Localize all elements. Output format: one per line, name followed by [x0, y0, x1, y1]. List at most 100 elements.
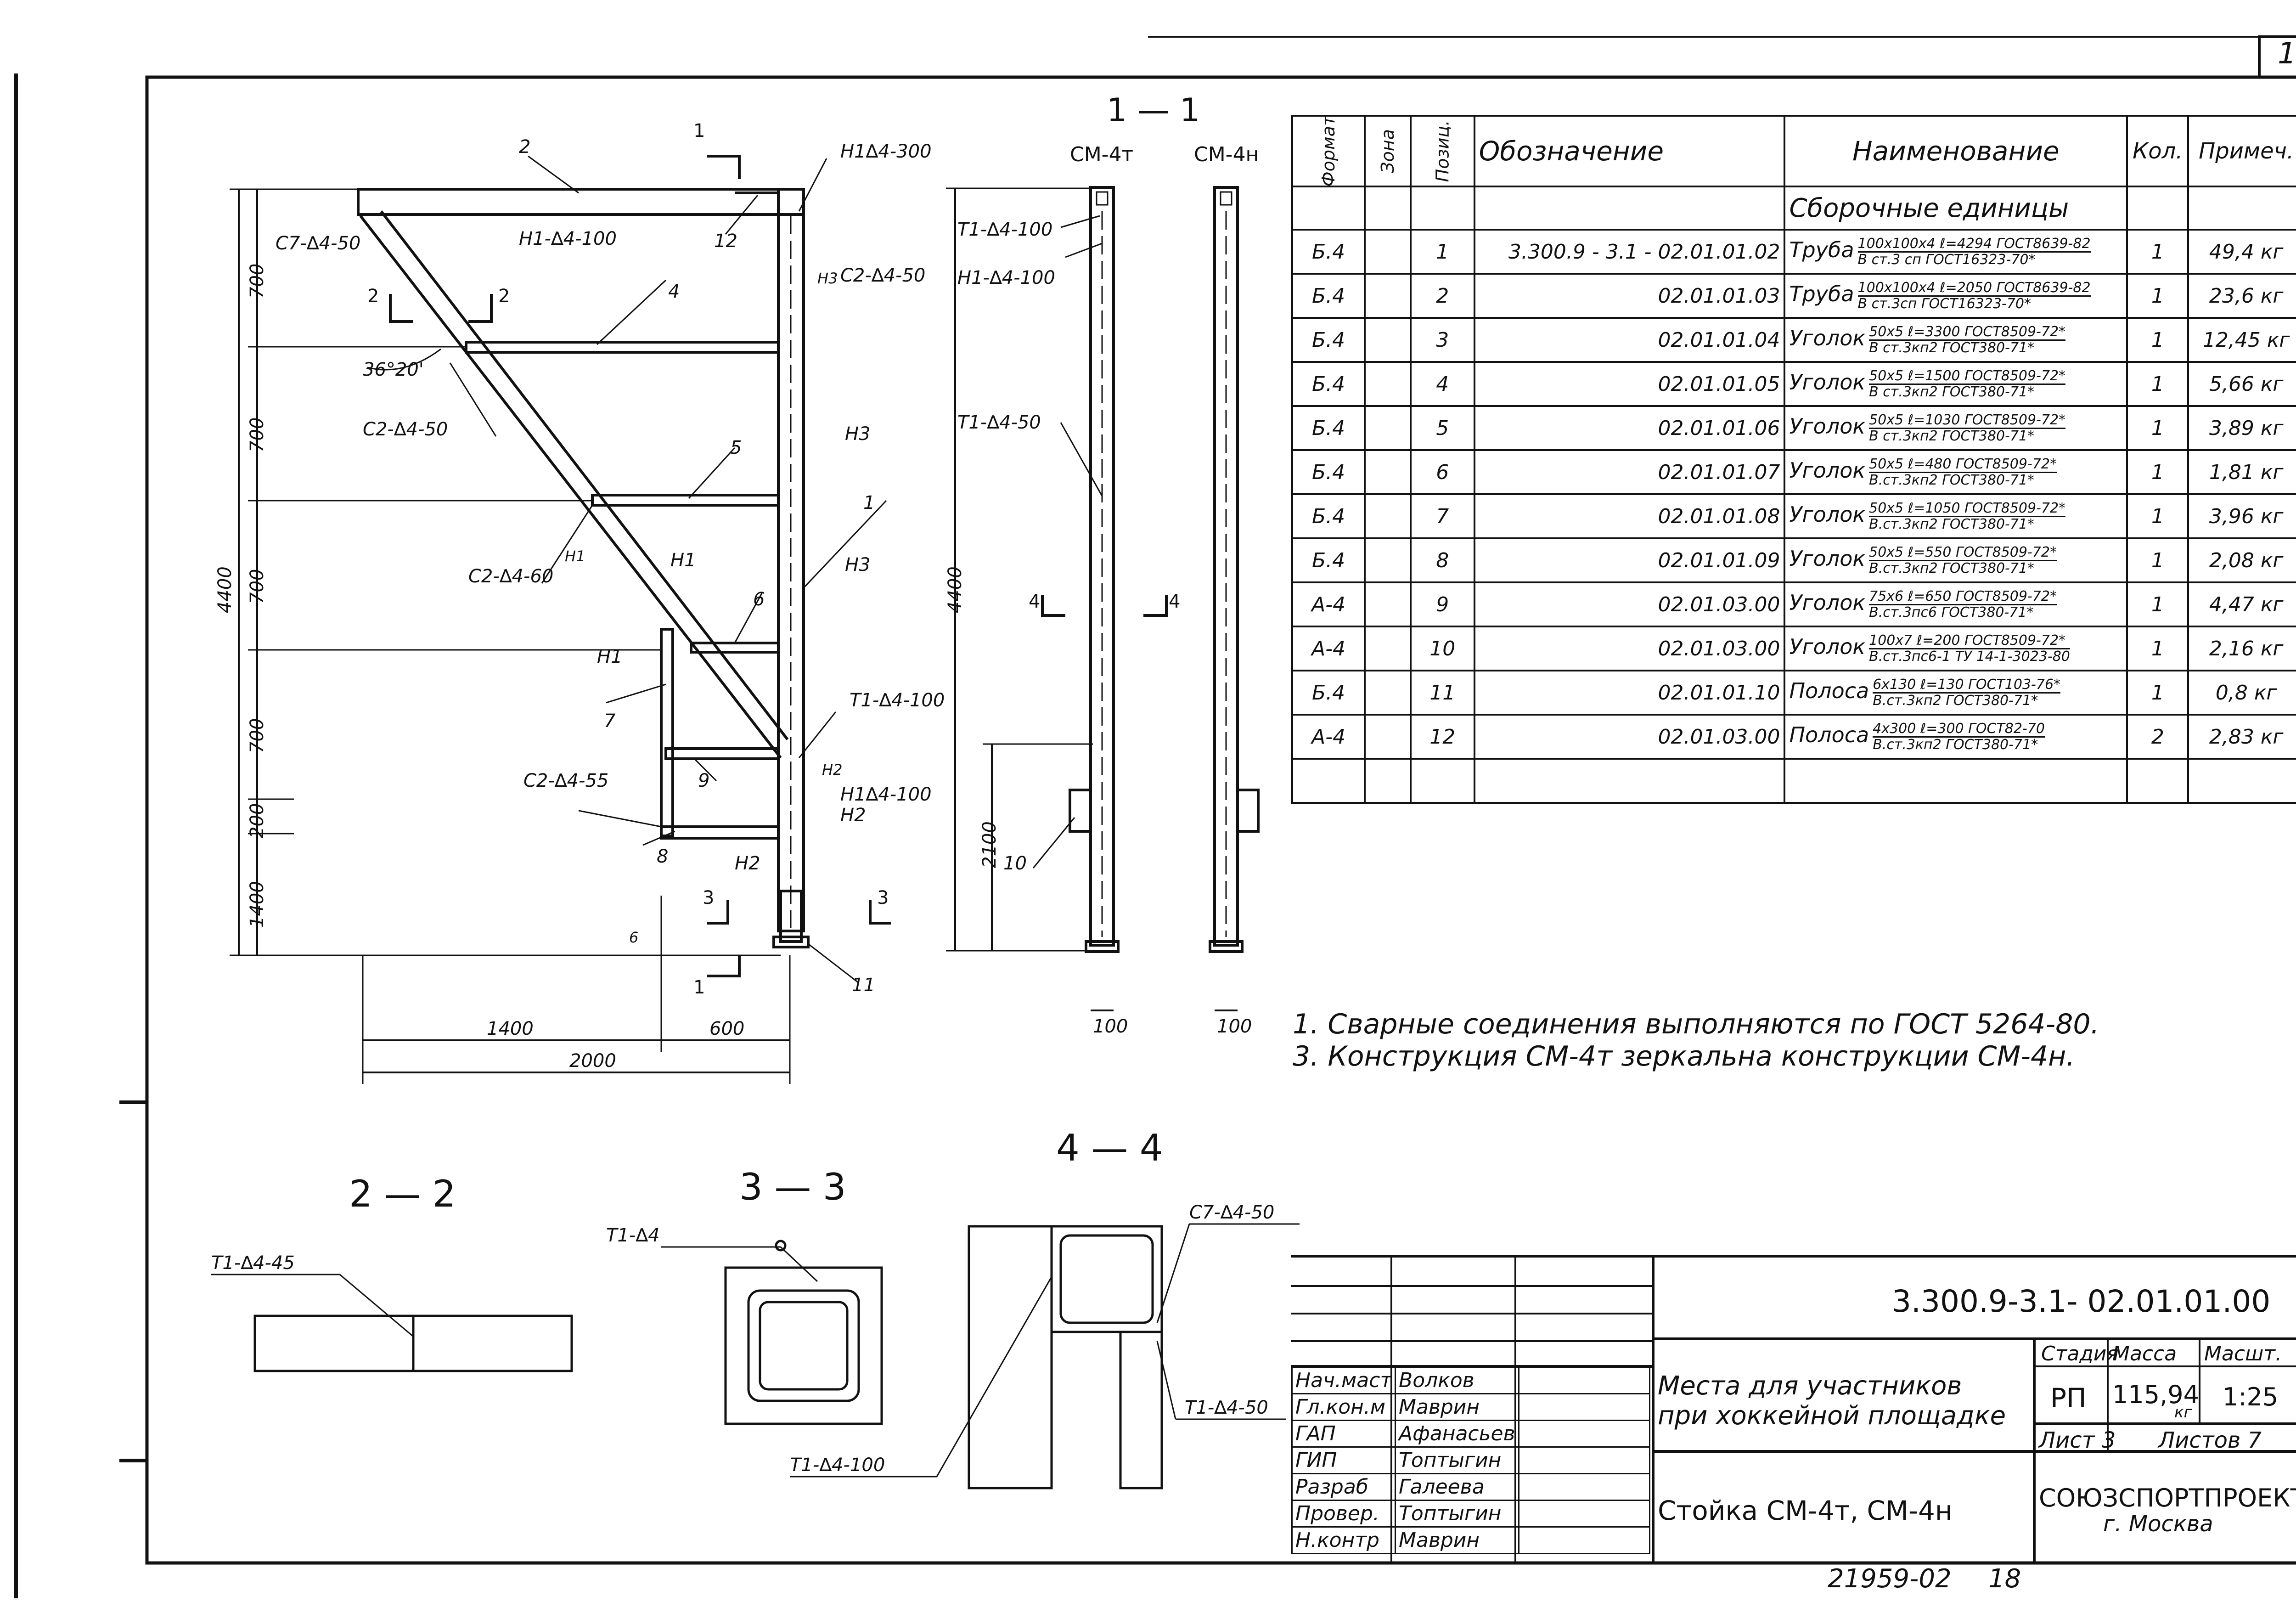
weld-c7-50: С7-∆4-50 — [276, 233, 361, 254]
cell-position: 8 — [1409, 537, 1475, 583]
item-standard-line1: 100х100х4 ℓ=4294 ГОСТ8639-82 — [1857, 236, 2091, 253]
cell-note: 3,96 кг — [2187, 493, 2296, 539]
role-cell: Разраб — [1291, 1473, 1396, 1501]
cell-designation: 02.01.01.10 — [1473, 670, 1786, 716]
dim-700-1: 700 — [247, 263, 268, 299]
column-cm4t — [1089, 186, 1115, 947]
dim-600: 600 — [709, 1018, 745, 1039]
gusset-12 — [735, 192, 780, 234]
leader-t1-4 — [780, 1246, 818, 1282]
leader-c7-50 — [1156, 1224, 1190, 1323]
cell-zone — [1364, 449, 1412, 495]
diagonal-brace-b — [380, 210, 789, 740]
cell-zone — [1364, 714, 1412, 760]
cell-position: 7 — [1409, 493, 1475, 539]
detail-2-2 — [211, 1274, 573, 1372]
cut-label-4a: 4 — [1029, 591, 1041, 612]
sheet-number: 17 — [2278, 37, 2296, 71]
cell-designation: 02.01.01.09 — [1473, 537, 1786, 583]
weld-n2-a: Н2 — [822, 761, 843, 778]
cell-position: 12 — [1409, 714, 1475, 760]
weld-n1-100-b: Н1∆4-100 — [840, 784, 932, 805]
person-cell: Афанасьев — [1395, 1420, 1519, 1448]
pos-label-1: 1 — [863, 492, 875, 513]
leader-t1-100 — [798, 711, 837, 758]
cell-note: 49,4 кг — [2187, 229, 2296, 275]
cell-qty: 1 — [2126, 670, 2189, 716]
scale-value: 1:25 — [2223, 1382, 2279, 1411]
leg-4-4 — [1119, 1331, 1163, 1489]
cell-designation: 3.300.9 - 3.1 - 02.01.01.02 — [1473, 229, 1786, 275]
column-4-4 — [968, 1225, 1053, 1489]
s11-dim-100-b: 100 — [1217, 1016, 1252, 1037]
cell-note: 2,08 кг — [2187, 537, 2296, 583]
column-cm4n — [1213, 186, 1239, 947]
col-format: Формат — [1291, 115, 1366, 187]
leader-n1-100-s — [1065, 243, 1103, 258]
strut-4 — [465, 341, 780, 354]
item-standard-line2: В.ст.3кп2 ГОСТ380-71* — [1873, 692, 2038, 709]
leader-t1-45 — [339, 1274, 414, 1337]
cut-label-1a: 1 — [693, 120, 705, 141]
col-qty: Кол. — [2126, 115, 2189, 187]
weld-c2-60: С2-∆4-60 — [468, 566, 554, 587]
item-standard: 50х5 ℓ=550 ГОСТ8509-72*В.ст.3кп2 ГОСТ380… — [1869, 545, 2057, 575]
note-1: 1. Сварные соединения выполняются по ГОС… — [1293, 1008, 2099, 1040]
leader-pos8 — [642, 830, 675, 846]
signature-cell — [1518, 1393, 1650, 1421]
item-standard-line1: 50х5 ℓ=1050 ГОСТ8509-72* — [1869, 500, 2066, 517]
weld-t1-100: Т1-∆4-100 — [850, 690, 945, 711]
cell-note: 2,83 кг — [2187, 714, 2296, 760]
cell-qty: 1 — [2126, 317, 2189, 363]
bottom-8 — [660, 825, 780, 840]
stage-value: РП — [2050, 1382, 2087, 1414]
s11-dim-100-a: 100 — [1093, 1016, 1128, 1037]
item-name: Уголок — [1789, 370, 1866, 395]
role-cell: Нач.маст — [1291, 1366, 1396, 1394]
strut-5 — [591, 494, 780, 507]
cell-note: 2,16 кг — [2187, 626, 2296, 671]
role-cell: ГИП — [1291, 1446, 1396, 1474]
item-standard: 50х5 ℓ=1030 ГОСТ8509-72*В ст.3кп2 ГОСТ38… — [1869, 413, 2066, 443]
cell-designation: 02.01.01.05 — [1473, 361, 1786, 407]
signature-icon — [1522, 1369, 1591, 1387]
specification-table: Формат Зона Позиц. Обозначение Наименова… — [1291, 115, 2296, 804]
signature-icon — [1522, 1529, 1591, 1547]
signature-icon — [1522, 1395, 1591, 1414]
cell-qty: 1 — [2126, 405, 2189, 451]
pos-label-5: 5 — [730, 437, 742, 458]
cell-note: 1,81 кг — [2187, 449, 2296, 495]
leader-t1-50-d — [1156, 1341, 1176, 1420]
cm4n-base-plate — [1209, 940, 1244, 953]
cell-qty: 1 — [2126, 229, 2189, 275]
sheet-title: Стойка СМ-4т, СМ-4н — [1658, 1495, 1953, 1526]
leader-c2-60 — [541, 505, 593, 584]
cut-label-2a: 2 — [367, 286, 379, 307]
dim-6: 6 — [629, 929, 639, 946]
base-pipe — [779, 890, 803, 943]
item-standard: 6х130 ℓ=130 ГОСТ103-76*В.ст.3кп2 ГОСТ380… — [1873, 677, 2061, 709]
leader-pos6 — [734, 592, 763, 643]
cell-position: 10 — [1409, 626, 1475, 671]
leader-c2-55 — [578, 810, 662, 828]
item-standard-line1: 6х130 ℓ=130 ГОСТ103-76* — [1873, 677, 2061, 694]
doc-code: 3.300.9-3.1- 02.01.01.00 — [1892, 1284, 2271, 1319]
item-standard-line2: В.ст.3пс6-1 ТУ 14-1-3023-80 — [1869, 648, 2070, 665]
s11-pos-10: 10 — [1003, 853, 1027, 874]
weld-n1-b: Н1 — [597, 646, 623, 667]
cell-qty: 2 — [2126, 714, 2189, 760]
weld-n3-b: Н3 — [845, 423, 871, 445]
sheet-label: Лист 3 — [2039, 1427, 2116, 1453]
item-name: Уголок — [1789, 502, 1866, 527]
item-standard-line2: В.ст.3кп2 ГОСТ380-71* — [1869, 516, 2035, 532]
cell-zone — [1364, 273, 1412, 319]
spec-empty-row — [1291, 758, 2296, 804]
leader-t1-50-s — [1060, 422, 1103, 496]
